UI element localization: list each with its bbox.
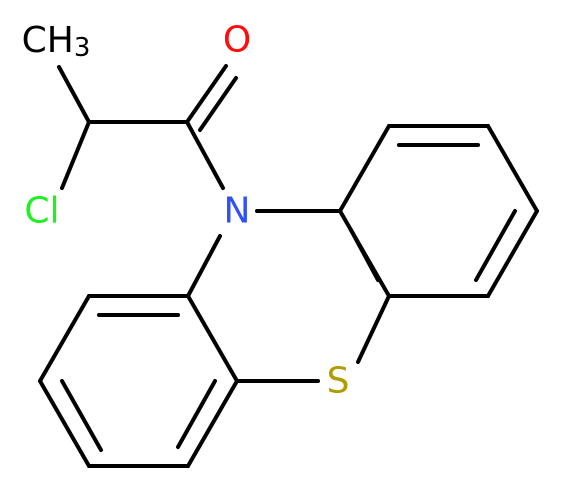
bond-carbonyl-nitrogen — [185, 120, 225, 190]
atom-labels: CH3 O N Cl S — [22, 20, 350, 402]
atom-oxygen: O — [223, 20, 251, 61]
bond-carbonyl-oxygen-1 — [185, 64, 228, 124]
bond-carbonyl-oxygen-2 — [198, 76, 238, 132]
bond-left-ring-5 — [186, 379, 239, 468]
bond-right-ring-4-inner — [474, 209, 517, 282]
bond-right-ring-3 — [486, 124, 539, 213]
atom-methyl: CH3 — [22, 20, 91, 64]
bond-chiral-chlorine — [60, 120, 91, 190]
atom-methyl-sub: 3 — [74, 33, 91, 63]
bond-nitrogen-c5a — [186, 234, 222, 298]
atom-methyl-main: CH — [22, 20, 74, 61]
atom-chlorine: Cl — [24, 191, 59, 232]
bond-left-ring-6 — [186, 294, 239, 383]
bond-left-ring-3 — [38, 379, 91, 468]
bond-left-ring-5-inner — [176, 379, 217, 449]
bond-right-ring-1 — [338, 124, 391, 213]
bond-left-ring-3-inner — [60, 379, 103, 452]
atom-nitrogen: N — [224, 191, 251, 232]
bond-right-ring-4 — [486, 209, 539, 298]
atom-sulfur: S — [327, 361, 350, 402]
bond-right-ring-6-inner — [349, 228, 380, 282]
bond-left-ring-2 — [38, 294, 91, 383]
bond-methyl-chiral — [57, 65, 91, 124]
bonds — [38, 64, 539, 468]
bond-c4b-sulfur — [356, 294, 391, 364]
